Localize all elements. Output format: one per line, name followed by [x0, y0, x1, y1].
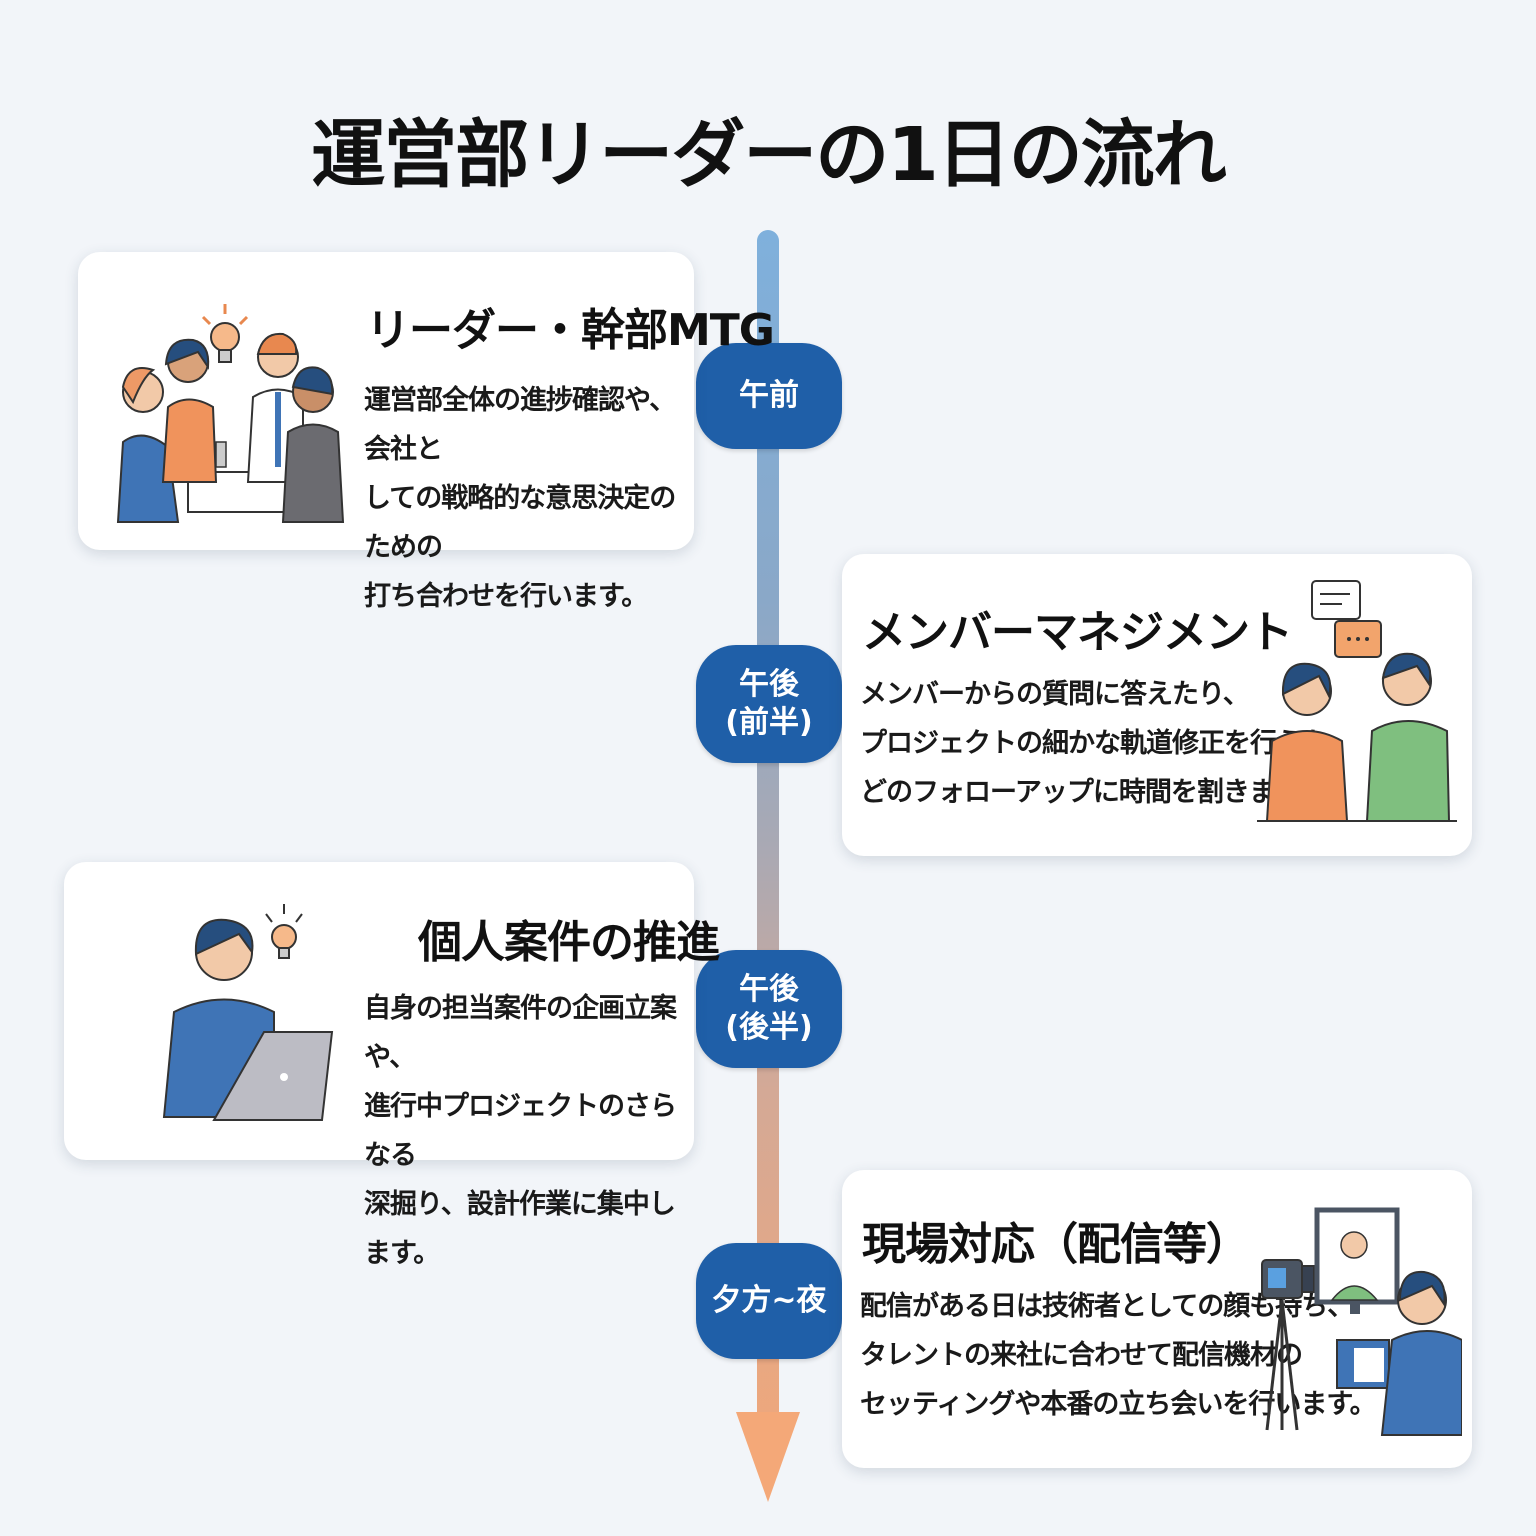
time-label-text: 午後	[739, 667, 799, 702]
desc-line: 自身の担当案件の企画立案や、	[364, 993, 677, 1073]
desc-line: セッティングや本番の立ち会いを行います。	[860, 1389, 1377, 1420]
card-description: メンバーからの質問に答えたり、 プロジェクトの細かな軌道修正を行うな どのフォロ…	[860, 670, 1329, 817]
card-onsite-support: 現場対応（配信等） 配信がある日は技術者としての顔も持ち、 タレントの来社に合わ…	[842, 1170, 1472, 1468]
card-description: 運営部全体の進捗確認や、会社と しての戦略的な意思決定のための 打ち合わせを行い…	[364, 376, 694, 621]
desc-line: どのフォローアップに時間を割きます。	[860, 777, 1325, 808]
time-label-text: 夕方~夜	[711, 1283, 827, 1318]
laptop-icon	[1336, 1339, 1390, 1389]
card-title: メンバーマネジメント	[862, 607, 1293, 658]
card-personal-projects: 個人案件の推進 自身の担当案件の企画立案や、 進行中プロジェクトのさらなる 深掘…	[64, 862, 720, 1269]
time-label-early-afternoon: 午後 (前半)	[696, 645, 842, 763]
streaming-setup-illustration	[1261, 1207, 1462, 1436]
time-label-evening: 夕方~夜	[696, 1243, 842, 1359]
desc-line: 深掘り、設計作業に集中します。	[364, 1189, 676, 1269]
card-title: 個人案件の推進	[418, 917, 720, 968]
desc-line: プロジェクトの細かな軌道修正を行うな	[860, 728, 1329, 759]
card-leader-meeting: リーダー・幹部MTG 運営部全体の進捗確認や、会社と しての戦略的な意思決定のた…	[78, 252, 775, 612]
lightbulb-icon	[201, 304, 249, 363]
card-title: 現場対応（配信等）	[862, 1219, 1250, 1270]
team-meeting-illustration	[116, 304, 345, 523]
time-label-subtext: (後半)	[725, 1010, 813, 1045]
camera-icon	[1261, 1259, 1315, 1431]
time-label-morning: 午前	[696, 343, 842, 449]
time-label-text: 午後	[739, 972, 799, 1007]
mentoring-conversation-illustration	[1257, 580, 1457, 822]
timeline-arrow-head	[736, 1412, 800, 1502]
time-label-text: 午前	[739, 378, 799, 413]
speech-bubble-icon	[1311, 580, 1382, 658]
desc-line: タレントの来社に合わせて配信機材の	[860, 1340, 1303, 1371]
page-title: 運営部リーダーの1日の流れ	[311, 112, 1227, 198]
card-description: 自身の担当案件の企画立案や、 進行中プロジェクトのさらなる 深掘り、設計作業に集…	[364, 984, 694, 1278]
desc-line: 運営部全体の進捗確認や、会社と	[364, 385, 676, 465]
desc-line: メンバーからの質問に答えたり、	[860, 679, 1250, 710]
laptop-work-illustration	[162, 904, 334, 1121]
monitor-icon	[1314, 1207, 1400, 1314]
lightbulb-icon	[265, 904, 303, 959]
time-label-late-afternoon: 午後 (後半)	[696, 950, 842, 1068]
desc-line: 打ち合わせを行います。	[364, 581, 648, 612]
timeline-bar	[757, 230, 779, 1460]
desc-line: 進行中プロジェクトのさらなる	[364, 1091, 677, 1171]
card-member-management: メンバーマネジメント メンバーからの質問に答えたり、 プロジェクトの細かな軌道修…	[842, 554, 1472, 856]
desc-line: しての戦略的な意思決定のための	[364, 483, 676, 563]
card-title: リーダー・幹部MTG	[366, 305, 775, 356]
time-label-subtext: (前半)	[725, 705, 813, 740]
